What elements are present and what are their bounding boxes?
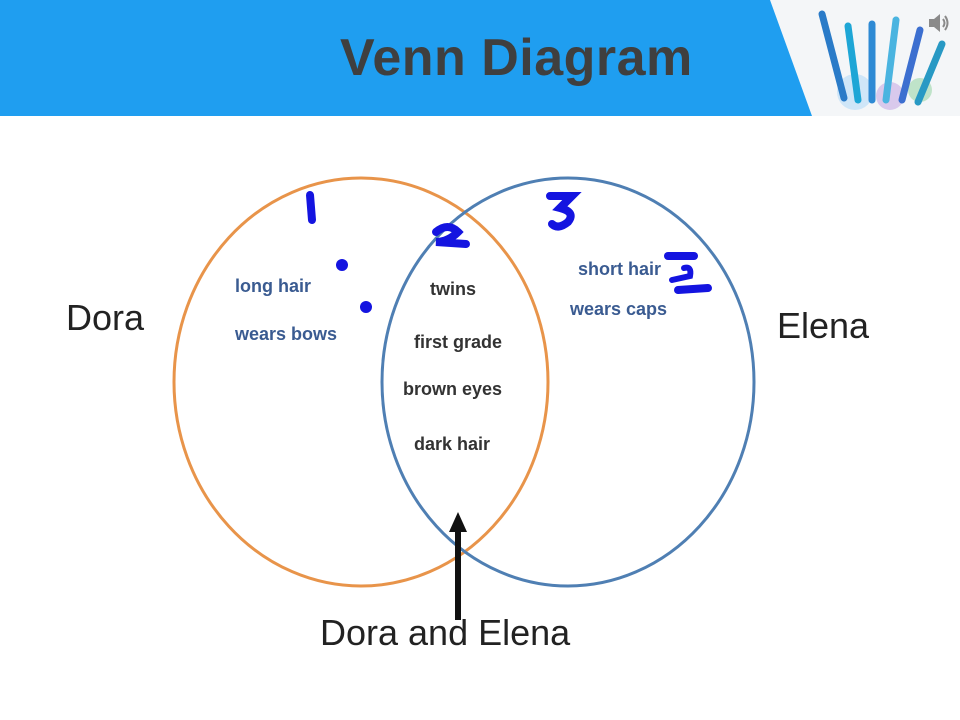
dora-item: wears bows bbox=[235, 324, 338, 344]
overlap-item: dark hair bbox=[414, 434, 491, 454]
handwritten-numbers bbox=[306, 191, 712, 313]
elena-item: wears caps bbox=[570, 299, 668, 319]
dora-label: Dora bbox=[66, 297, 145, 338]
dora-item: long hair bbox=[235, 276, 311, 296]
overlap-label: Dora and Elena bbox=[320, 612, 571, 653]
elena-item: short hair bbox=[578, 259, 662, 279]
page-title: Venn Diagram bbox=[340, 29, 693, 87]
elena-circle bbox=[380, 176, 756, 588]
header-banner: Venn Diagram bbox=[0, 0, 960, 116]
pencils-decoration bbox=[760, 0, 960, 116]
speaker-icon[interactable] bbox=[926, 10, 952, 36]
overlap-item: first grade bbox=[414, 332, 503, 352]
overlap-arrow-head bbox=[449, 512, 467, 532]
overlap-item: twins bbox=[430, 279, 477, 299]
elena-label: Elena bbox=[777, 305, 870, 346]
overlap-item: brown eyes bbox=[403, 379, 503, 399]
dora-circle bbox=[172, 176, 550, 588]
